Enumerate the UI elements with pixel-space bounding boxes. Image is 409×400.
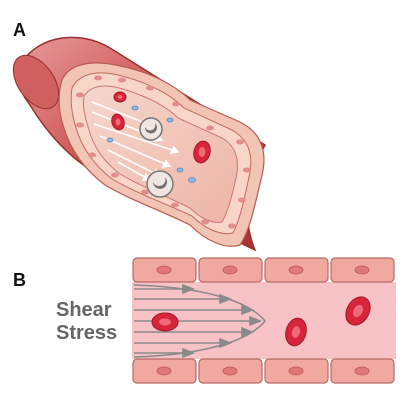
leukocytes xyxy=(139,117,174,198)
panel-b-label: B xyxy=(13,270,26,290)
shear-label-line2: Stress xyxy=(56,322,118,344)
endothelial-nuclei-bottom xyxy=(156,366,370,376)
vessel-far-end xyxy=(12,54,60,110)
wall-cell-nuclei xyxy=(76,75,251,229)
shear-label-line1: Shear xyxy=(56,299,112,321)
panel-a-label: A xyxy=(13,20,26,40)
endothelial-nuclei-top xyxy=(156,265,370,275)
platelets xyxy=(106,105,196,183)
